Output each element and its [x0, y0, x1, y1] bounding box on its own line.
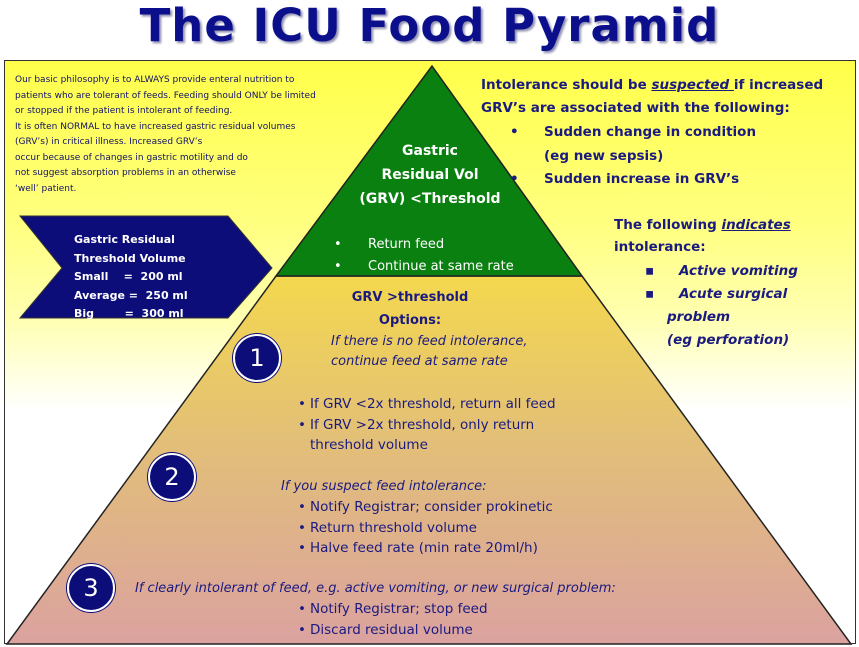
list-item-text: Return feed [368, 237, 445, 252]
threshold-line: Gastric Residual [74, 233, 175, 246]
list-item: •If GRV <2x threshold, return all feed [294, 394, 556, 415]
list-item: • Sudden change in condition [510, 121, 756, 145]
bullet-icon: • [298, 621, 306, 638]
list-item: threshold volume [294, 435, 556, 456]
list-item-text: Continue at same rate [368, 259, 514, 274]
list-item-text: Sudden change in condition [544, 124, 757, 140]
list-item: ▪ Active vomiting [645, 260, 798, 283]
intro-line: ‘well’ patient. [15, 183, 77, 194]
intro-paragraph: Our basic philosophy is to ALWAYS provid… [15, 73, 395, 197]
list-item-text: (eg new sepsis) [544, 147, 664, 164]
indicates-line-2: intolerance: [614, 239, 706, 255]
grv-heading-line: GRV >threshold [351, 290, 469, 305]
text-span: Intolerance should be [481, 77, 652, 93]
threshold-volume-box: Gastric Residual Threshold Volume Small … [74, 231, 188, 324]
list-item-text: Halve feed rate (min rate 20ml/h) [310, 540, 538, 556]
square-bullet-icon: ▪ [645, 286, 655, 302]
option-2-badge: 2 [148, 453, 196, 501]
list-item: •If GRV >2x threshold, only return [294, 415, 556, 436]
indicates-intolerance-heading: The following indicates intolerance: [614, 214, 791, 258]
emphasis-suspected: suspected [651, 77, 734, 93]
option-1-badge: 1 [233, 334, 281, 382]
option-1-text: If there is no feed intolerance, continu… [331, 332, 528, 372]
option-2-text: If you suspect feed intolerance: [281, 479, 487, 494]
list-item-text: Return threshold volume [310, 519, 477, 536]
text-span: if increased [733, 77, 824, 93]
emphasis-indicates: indicates [721, 217, 791, 233]
bullet-icon: • [298, 540, 306, 556]
list-item-text: If GRV >2x threshold, only return [310, 416, 535, 433]
apex-heading-line: Gastric [402, 143, 458, 159]
list-item: problem [633, 306, 798, 329]
list-item-text: threshold volume [310, 437, 428, 453]
threshold-line: Small = 200 ml [74, 270, 183, 283]
apex-list: • Return feed • Continue at same rate [334, 234, 514, 278]
list-item: • Return feed [334, 234, 514, 256]
intro-line: occur because of changes in gastric moti… [15, 152, 248, 163]
list-item-text: If GRV <2x threshold, return all feed [310, 396, 556, 412]
page-title: The ICU Food Pyramid [139, 0, 720, 52]
list-item-text: Notify Registrar; stop feed [310, 601, 488, 617]
bullet-icon: • [510, 171, 519, 187]
list-item-text: Sudden increase in GRV’s [544, 171, 740, 187]
list-item: •Notify Registrar; stop feed [294, 599, 488, 620]
threshold-arrow-shape [18, 215, 273, 319]
grv-threshold-heading: GRV >threshold Options: [340, 286, 480, 332]
grv-heading-line: Options: [378, 313, 442, 328]
list-item: (eg perforation) [633, 329, 798, 352]
option-3-bullets: •Notify Registrar; stop feed •Discard re… [294, 599, 488, 640]
bullet-icon: • [298, 519, 306, 536]
list-item: •Halve feed rate (min rate 20ml/h) [294, 538, 553, 559]
list-item-text: Notify Registrar; consider prokinetic [310, 499, 553, 515]
list-item: (eg new sepsis) [510, 145, 756, 169]
list-item-text: Acute surgical [679, 286, 788, 302]
suspected-line-2: GRV’s are associated with the following: [481, 100, 790, 116]
intro-line: Our basic philosophy is to ALWAYS provid… [15, 75, 295, 85]
apex-heading: Gastric Residual Vol (GRV) <Threshold [330, 139, 530, 211]
list-item-text: problem [667, 309, 731, 325]
threshold-line: Threshold Volume [74, 251, 186, 265]
intro-line: or stopped if the patient is intolerant … [15, 106, 233, 116]
list-item-text: Discard residual volume [310, 621, 473, 638]
square-bullet-icon: ▪ [645, 263, 655, 279]
indicates-list: ▪ Active vomiting ▪ Acute surgical problem… [645, 260, 798, 352]
threshold-line: Big = 300 ml [74, 307, 184, 320]
bullet-icon: • [298, 499, 306, 515]
option-3-text: If clearly intolerant of feed, e.g. acti… [135, 581, 616, 596]
option-text-line: continue feed at same rate [331, 354, 508, 369]
bullet-icon: • [334, 259, 342, 274]
list-item: • Sudden increase in GRV’s [510, 168, 756, 192]
suspected-intolerance-heading: Intolerance should be suspected if incre… [481, 74, 851, 120]
apex-heading-line: (GRV) <Threshold [359, 191, 501, 207]
list-item: •Notify Registrar; consider prokinetic [294, 497, 553, 518]
intro-line: It is often NORMAL to have increased gas… [15, 121, 296, 132]
threshold-line: Average = 250 ml [74, 288, 188, 302]
bullet-icon: • [298, 396, 306, 412]
option-text-line: If there is no feed intolerance, [331, 334, 528, 349]
bullet-icon: • [334, 237, 342, 252]
list-item: • Continue at same rate [334, 256, 514, 278]
option-1-bullets: •If GRV <2x threshold, return all feed •… [294, 394, 556, 456]
intro-line: (GRV’s) in critical illness. Increased G… [15, 137, 203, 147]
intro-line: patients who are tolerant of feeds. Feed… [15, 90, 316, 101]
list-item: •Return threshold volume [294, 518, 553, 539]
bullet-icon: • [510, 124, 519, 140]
list-item-text: Active vomiting [679, 263, 798, 279]
suspected-list: • Sudden change in condition (eg new seps… [510, 121, 756, 192]
list-item: •Discard residual volume [294, 620, 488, 641]
intro-line: not suggest absorption problems in an ot… [15, 168, 236, 178]
bullet-icon: • [298, 416, 306, 433]
list-item-text: (eg perforation) [667, 332, 790, 348]
apex-heading-line: Residual Vol [381, 167, 479, 183]
list-item: ▪ Acute surgical [645, 283, 798, 306]
option-2-bullets: •Notify Registrar; consider prokinetic •… [294, 497, 553, 559]
text-span: The following [614, 217, 722, 233]
bullet-icon: • [298, 601, 306, 617]
option-3-badge: 3 [67, 564, 115, 612]
pyramid-apex [274, 64, 584, 277]
